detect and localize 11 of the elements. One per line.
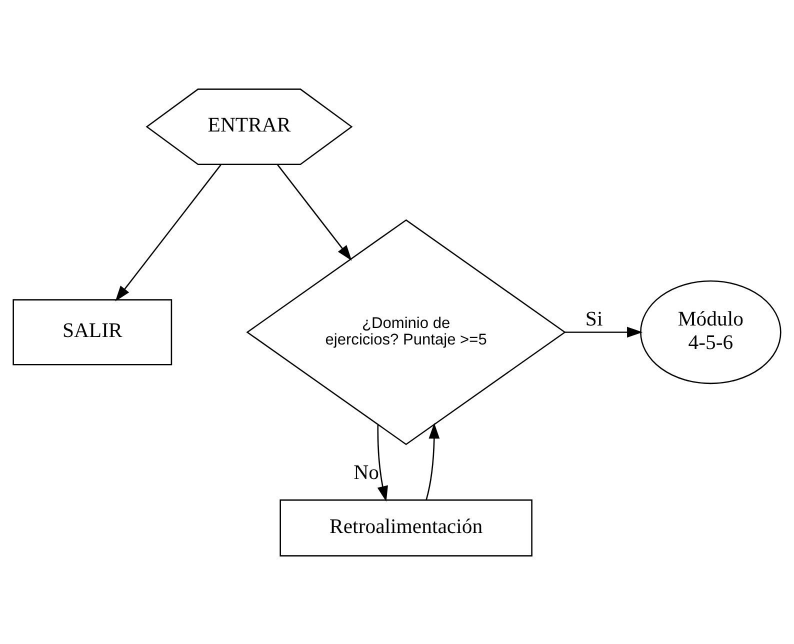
arrow	[115, 164, 222, 301]
edge-label: Si	[585, 308, 603, 330]
node-box: SALIR	[12, 298, 172, 365]
arrow	[377, 424, 388, 502]
node-diamond: ¿Dominio de ejercicios? Puntaje >=5	[246, 218, 566, 445]
arrow	[564, 326, 643, 338]
edge-label: No	[354, 461, 380, 484]
node-box: Retroalimentación	[280, 498, 532, 556]
arrow	[277, 164, 352, 260]
node-ellipse: Módulo 4-5-6	[640, 280, 782, 384]
arrow	[426, 422, 440, 500]
